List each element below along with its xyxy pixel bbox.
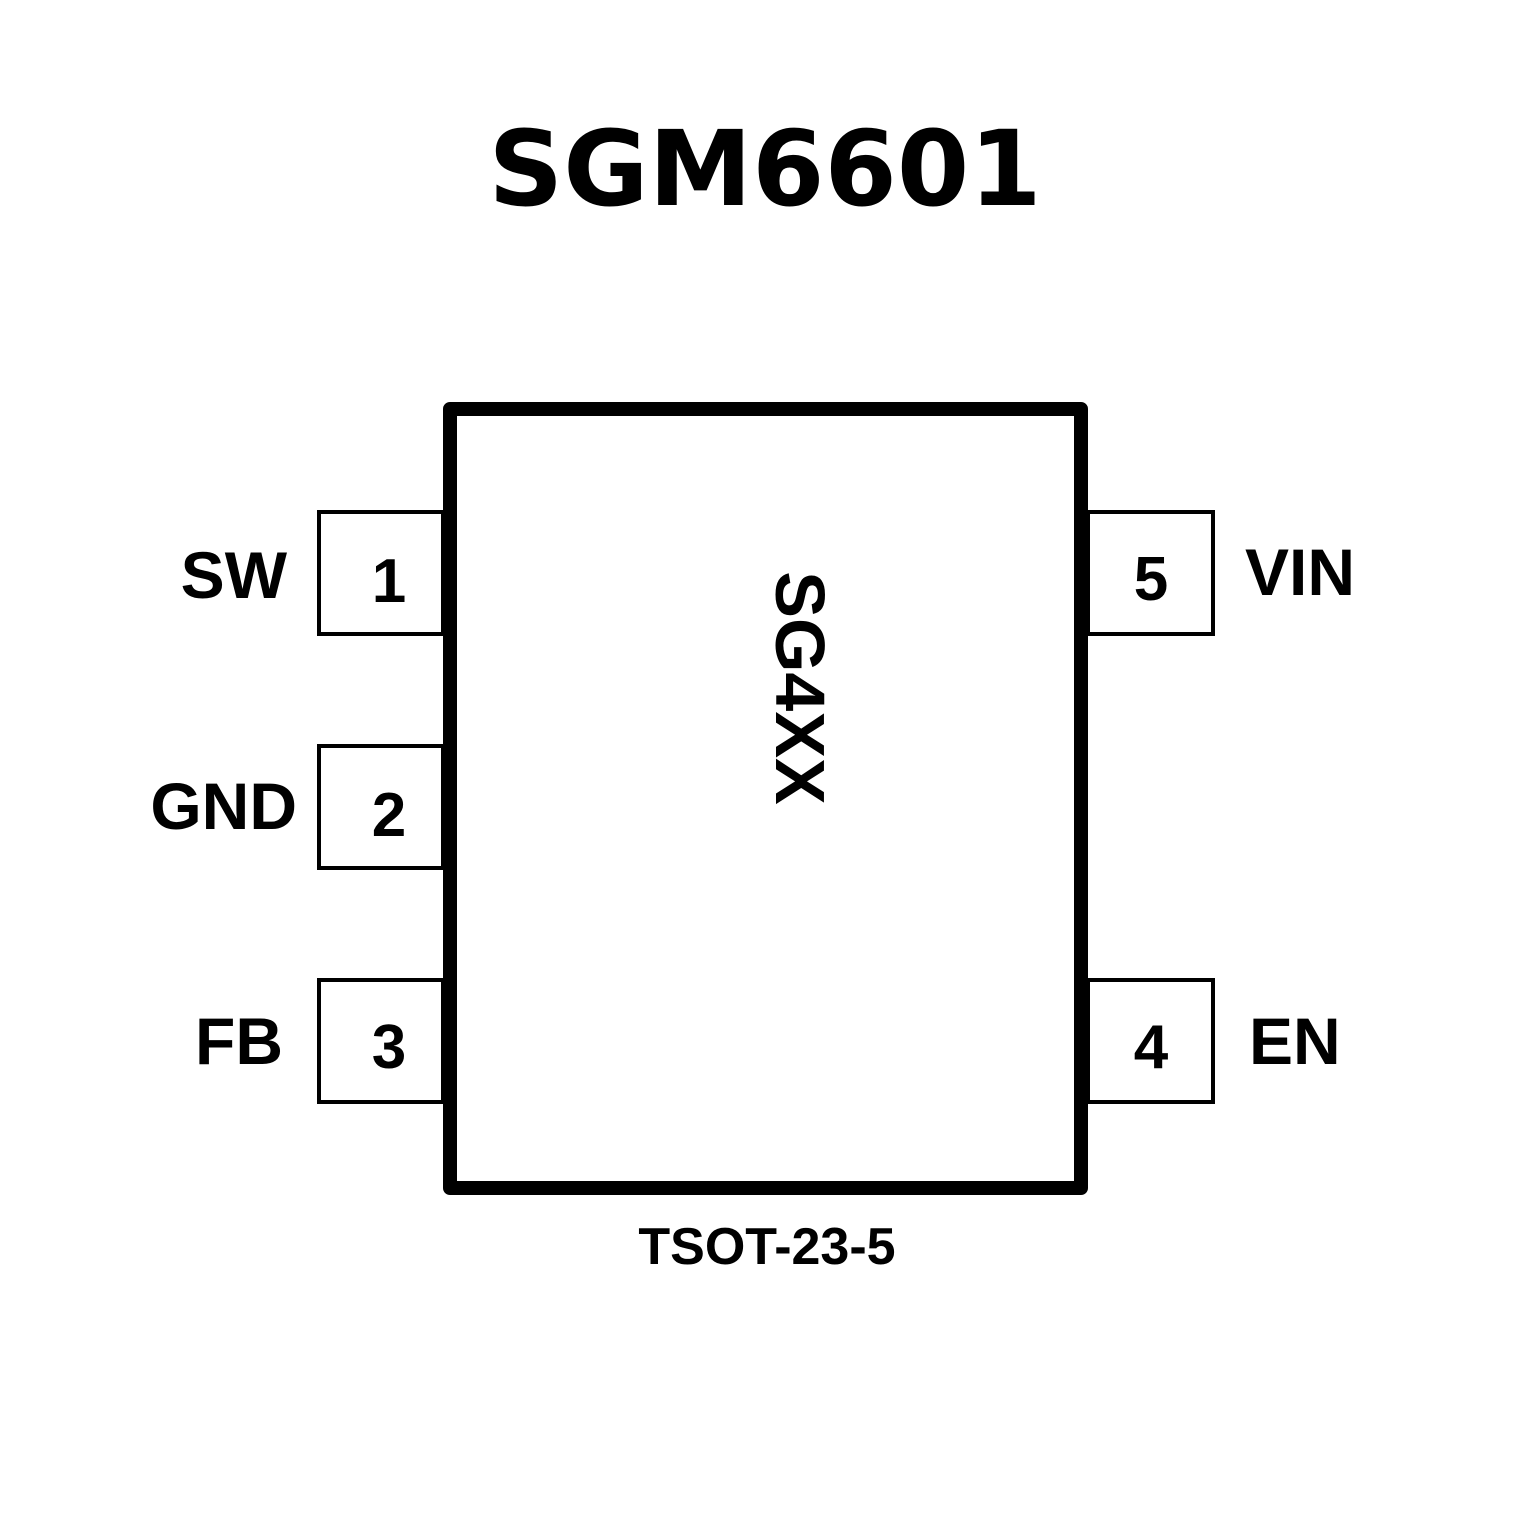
pin-name: FB [195,1004,283,1078]
pin-number: 2 [372,781,406,850]
pin-name: VIN [1245,535,1355,609]
pin-1: 1 SW [181,510,445,636]
chip-marking: SG4XX [761,571,839,805]
pin-number: 1 [372,547,406,616]
pin-name: SW [181,538,288,612]
pin-3: 3 FB [195,978,445,1104]
pin-name: EN [1249,1004,1341,1078]
pin-4: 4 EN [1086,978,1341,1104]
pin-number: 4 [1134,1013,1169,1082]
chip-title: SGM6601 [488,108,1041,230]
pin-number: 3 [372,1013,406,1082]
pin-5: 5 VIN [1086,510,1355,636]
chip-body [443,402,1088,1195]
pin-2: 2 GND [150,744,445,870]
pin-name: GND [150,769,297,843]
pin-number: 5 [1134,545,1168,614]
package-label: TSOT-23-5 [638,1218,895,1276]
